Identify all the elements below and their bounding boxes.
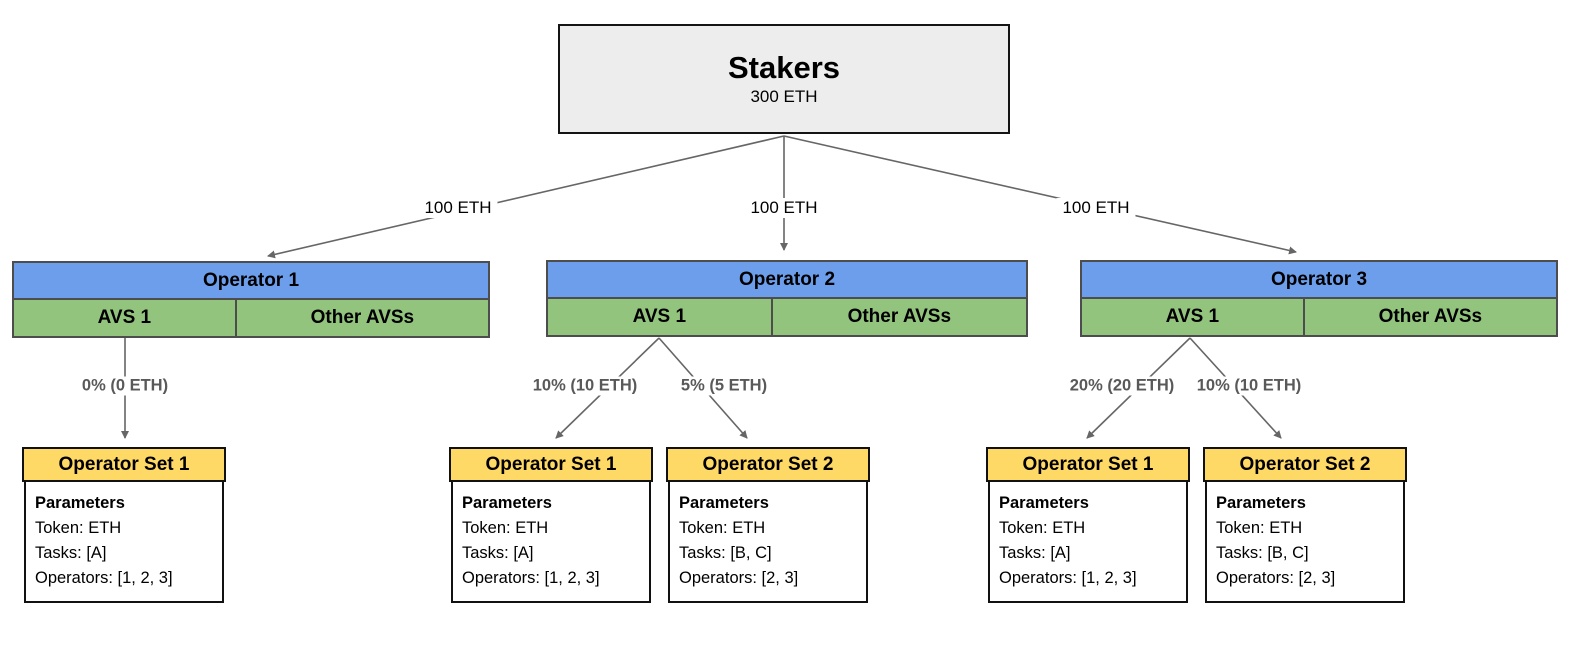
operator-3-avs-1-cell: AVS 1: [1082, 299, 1305, 335]
parameter-tasks: Tasks: [A]: [999, 544, 1071, 562]
operator-2-avs-row: AVS 1 Other AVSs: [548, 299, 1026, 335]
operator-set-node-op3-set2: Operator Set 2 Parameters Token: ETH Tas…: [1203, 447, 1407, 603]
parameters-heading: Parameters: [679, 494, 769, 512]
operator-set-title: Operator Set 2: [666, 447, 870, 482]
operator-3-title: Operator 3: [1082, 262, 1556, 299]
allocation-label-op2-set2: 5% (5 ETH): [674, 376, 774, 396]
allocation-label-op1-set1: 0% (0 ETH): [75, 376, 175, 396]
operator-1-node: Operator 1 AVS 1 Other AVSs: [12, 261, 490, 338]
operator-1-other-avss-cell: Other AVSs: [310, 307, 415, 328]
operator-3-node: Operator 3 AVS 1 Other AVSs: [1080, 260, 1558, 337]
operator-set-parameters: Parameters Token: ETH Tasks: [B, C] Oper…: [1205, 482, 1405, 603]
stakers-title: Stakers: [727, 50, 841, 85]
stake-edge-label-3: 100 ETH: [1056, 198, 1136, 218]
operator-3-avs-row: AVS 1 Other AVSs: [1082, 299, 1556, 335]
operator-set-parameters: Parameters Token: ETH Tasks: [A] Operato…: [988, 482, 1188, 603]
operator-set-node-op2-set1: Operator Set 1 Parameters Token: ETH Tas…: [449, 447, 653, 603]
operator-2-avs-1-cell: AVS 1: [548, 299, 773, 335]
parameter-tasks: Tasks: [B, C]: [1216, 544, 1309, 562]
parameters-heading: Parameters: [1216, 494, 1306, 512]
operator-set-parameters: Parameters Token: ETH Tasks: [A] Operato…: [451, 482, 651, 603]
parameter-token: Token: ETH: [679, 519, 766, 537]
parameter-operators: Operators: [1, 2, 3]: [35, 569, 173, 587]
parameter-operators: Operators: [2, 3]: [1216, 569, 1336, 587]
stake-edge-label-1: 100 ETH: [418, 198, 498, 218]
operator-set-title: Operator Set 1: [22, 447, 226, 482]
operator-set-parameters: Parameters Token: ETH Tasks: [A] Operato…: [24, 482, 224, 603]
operator-set-title: Operator Set 1: [986, 447, 1190, 482]
parameters-heading: Parameters: [999, 494, 1089, 512]
operator-1-avs-row: AVS 1 Other AVSs: [14, 300, 488, 336]
allocation-label-op3-set2: 10% (10 ETH): [1190, 376, 1308, 396]
allocation-label-op2-set1: 10% (10 ETH): [526, 376, 644, 396]
parameter-operators: Operators: [2, 3]: [679, 569, 799, 587]
operator-1-title: Operator 1: [14, 263, 488, 300]
operator-2-title: Operator 2: [548, 262, 1026, 299]
parameter-operators: Operators: [1, 2, 3]: [462, 569, 600, 587]
operator-set-node-op3-set1: Operator Set 1 Parameters Token: ETH Tas…: [986, 447, 1190, 603]
operator-1-avs-1-cell: AVS 1: [14, 300, 237, 336]
parameter-tasks: Tasks: [B, C]: [679, 544, 772, 562]
operator-set-title: Operator Set 2: [1203, 447, 1407, 482]
operator-set-title: Operator Set 1: [449, 447, 653, 482]
stakers-node: Stakers 300 ETH: [558, 24, 1010, 134]
operator-set-node-op2-set2: Operator Set 2 Parameters Token: ETH Tas…: [666, 447, 870, 603]
stakers-amount: 300 ETH: [750, 87, 818, 106]
operator-2-other-avss-cell: Other AVSs: [847, 306, 952, 327]
parameter-operators: Operators: [1, 2, 3]: [999, 569, 1137, 587]
operator-2-node: Operator 2 AVS 1 Other AVSs: [546, 260, 1028, 337]
allocation-label-op3-set1: 20% (20 ETH): [1063, 376, 1181, 396]
operator-set-parameters: Parameters Token: ETH Tasks: [B, C] Oper…: [668, 482, 868, 603]
stake-edge-label-2: 100 ETH: [744, 198, 824, 218]
parameters-heading: Parameters: [35, 494, 125, 512]
parameter-token: Token: ETH: [1216, 519, 1303, 537]
parameter-token: Token: ETH: [35, 519, 122, 537]
operator-set-node-op1-set1: Operator Set 1 Parameters Token: ETH Tas…: [22, 447, 226, 603]
parameter-tasks: Tasks: [A]: [462, 544, 534, 562]
parameter-token: Token: ETH: [999, 519, 1086, 537]
parameter-tasks: Tasks: [A]: [35, 544, 107, 562]
operator-3-other-avss-cell: Other AVSs: [1378, 306, 1483, 327]
parameter-token: Token: ETH: [462, 519, 549, 537]
parameters-heading: Parameters: [462, 494, 552, 512]
